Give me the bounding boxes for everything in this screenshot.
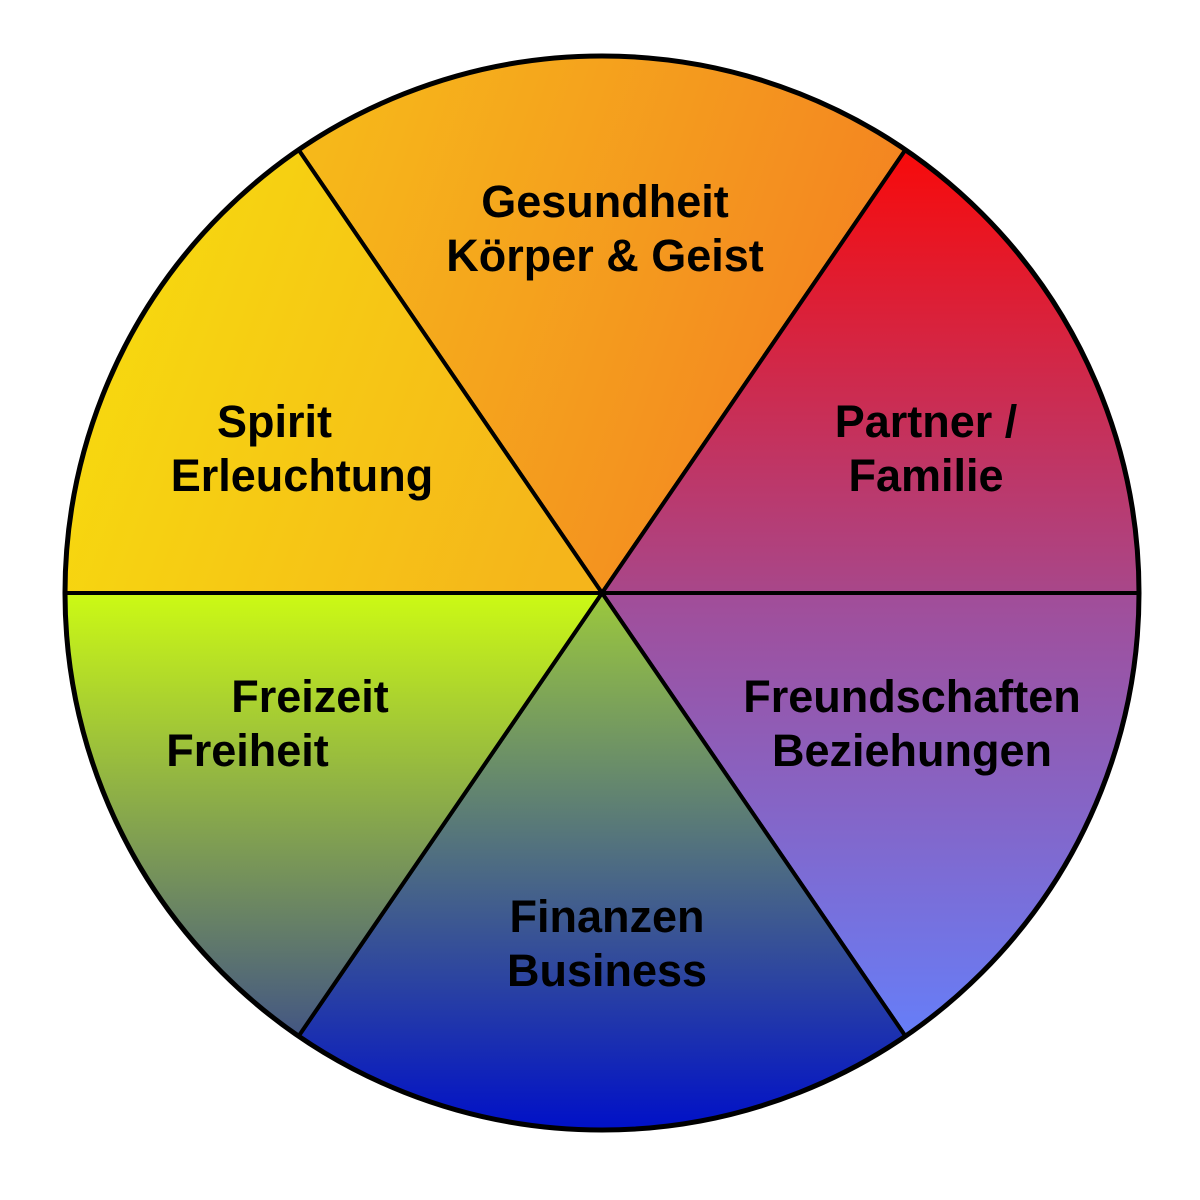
label-partner: Partner /Familie — [834, 396, 1018, 501]
wheel-outline — [62, 53, 1142, 1133]
